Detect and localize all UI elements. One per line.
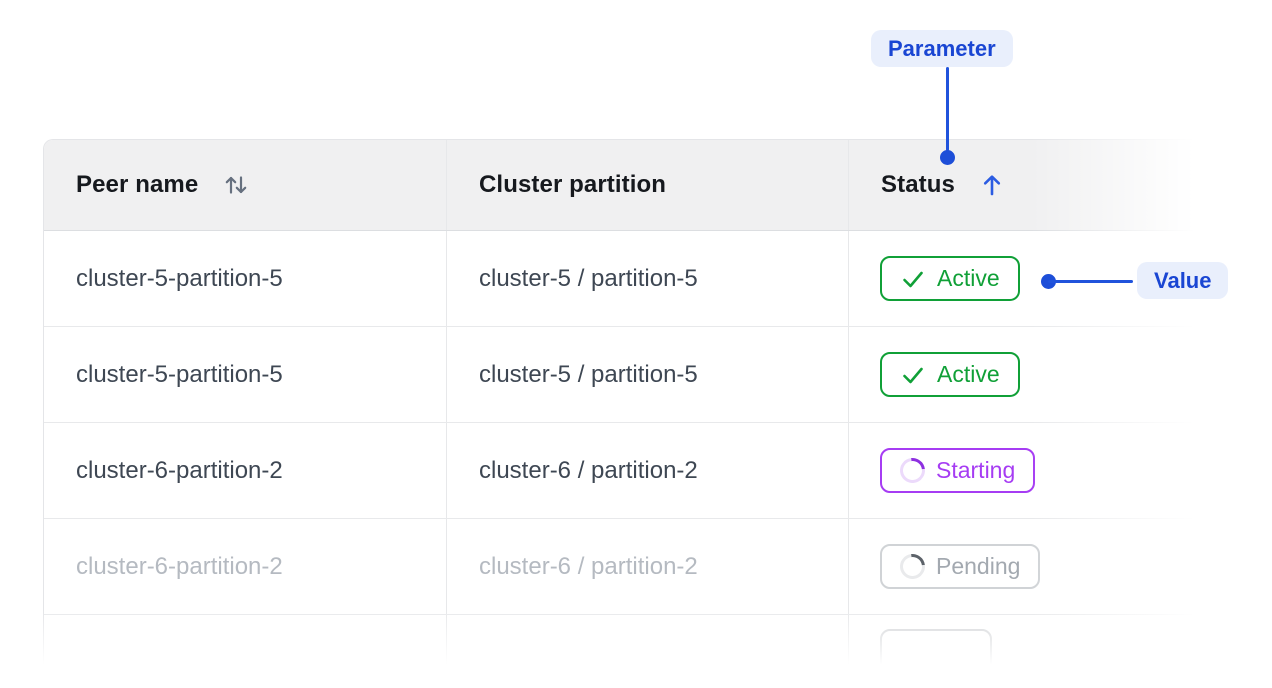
status-badge-label: Active <box>937 265 1000 291</box>
cluster-partition-cell: cluster-6 / partition-2 <box>446 423 848 518</box>
status-badge-starting: Starting <box>880 448 1036 493</box>
column-header-cluster-partition[interactable]: Cluster partition <box>446 140 848 230</box>
status-cell: Starting <box>848 423 1272 518</box>
check-icon <box>903 271 923 287</box>
spinner-icon <box>894 548 931 585</box>
check-icon <box>903 367 923 383</box>
cluster-partition-cell: cluster-5 / partition-5 <box>446 231 848 326</box>
peer-name-cell: cluster-6-partition-2 <box>76 456 283 484</box>
column-header-label: Status <box>881 171 955 198</box>
table-row: cluster-6-partition-2 cluster-6 / partit… <box>44 519 1272 615</box>
status-cell <box>848 615 1272 688</box>
column-header-label: Peer name <box>76 171 199 198</box>
status-badge-label: Pending <box>936 553 1021 579</box>
status-cell: Active <box>848 231 1272 326</box>
peers-table: Peer name Cluster partition Status <box>43 139 1272 688</box>
status-badge-active: Active <box>880 352 1020 397</box>
table-row: cluster-5-partition-5 cluster-5 / partit… <box>44 231 1272 327</box>
table-row: cluster-5-partition-5 cluster-5 / partit… <box>44 327 1272 423</box>
table-row <box>44 615 1272 688</box>
sort-both-icon[interactable] <box>222 171 250 199</box>
column-header-peer-name[interactable]: Peer name <box>44 140 446 230</box>
status-cell: Pending <box>848 519 1272 614</box>
cluster-partition-cell: cluster-5 / partition-5 <box>446 327 848 422</box>
status-badge-pending: Pending <box>880 544 1041 589</box>
cluster-partition-cell: cluster-6 / partition-2 <box>446 519 848 614</box>
peer-name-cell: cluster-5-partition-5 <box>76 264 283 292</box>
column-header-status[interactable]: Status <box>848 140 1272 230</box>
status-badge-label: Starting <box>936 457 1016 483</box>
sort-ascending-icon[interactable] <box>979 172 1005 198</box>
status-cell: Active <box>848 327 1272 422</box>
peer-name-cell: cluster-5-partition-5 <box>76 360 283 388</box>
peer-name-cell <box>44 615 446 688</box>
table-row: cluster-6-partition-2 cluster-6 / partit… <box>44 423 1272 519</box>
status-badge-active: Active <box>880 256 1020 301</box>
column-header-label: Cluster partition <box>479 171 667 198</box>
table-header-row: Peer name Cluster partition Status <box>44 140 1272 231</box>
status-badge-label: Active <box>937 361 1000 387</box>
parameter-callout-chip: Parameter <box>871 30 1013 67</box>
peer-name-cell: cluster-6-partition-2 <box>76 552 283 580</box>
cluster-partition-cell <box>446 615 848 688</box>
status-badge-ghost <box>880 629 992 674</box>
spinner-icon <box>894 452 931 489</box>
